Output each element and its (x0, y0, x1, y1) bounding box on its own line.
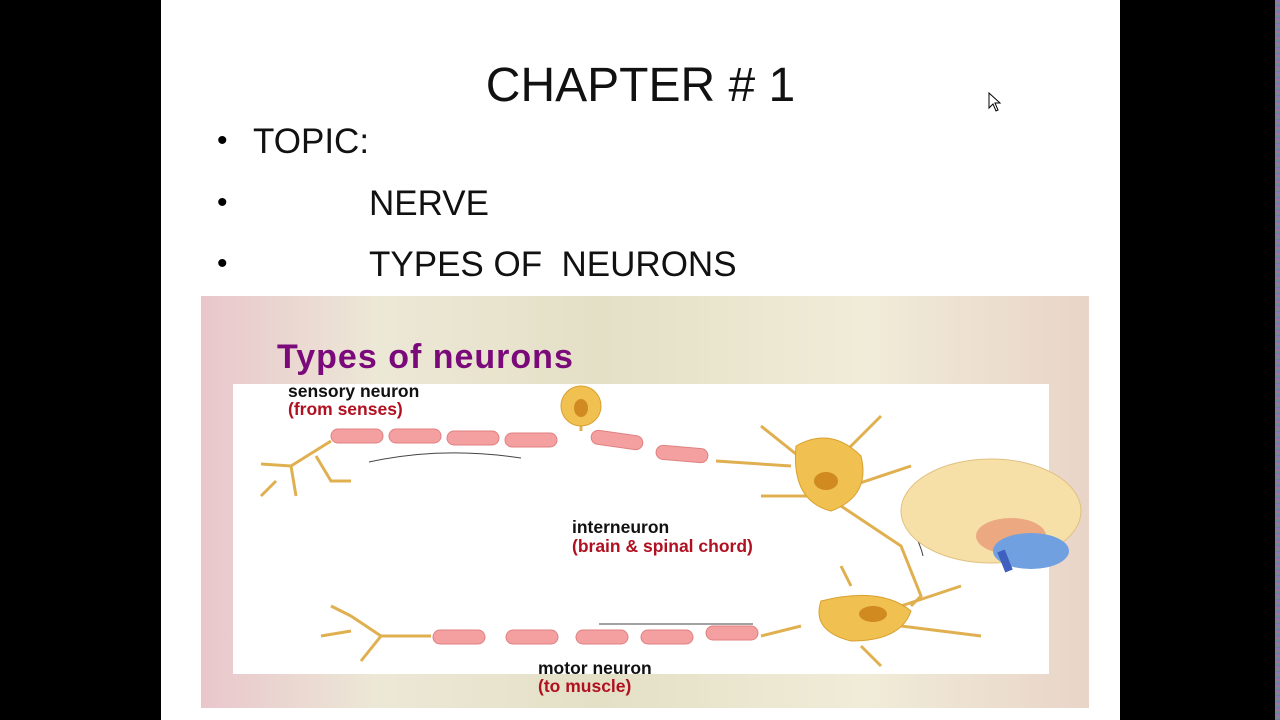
neuron-diagram (259, 385, 1082, 668)
interneuron-label: interneuron (572, 517, 670, 537)
slide-title: CHAPTER # 1 (485, 59, 796, 112)
bullet-nerve: NERVE (369, 184, 489, 223)
edge-strip (1275, 0, 1280, 720)
bullet-topic: TOPIC: (253, 122, 370, 161)
slide: CHAPTER # 1 • TOPIC: • NERVE • TYPES OF … (161, 0, 1120, 720)
bullet-icon: • (217, 247, 228, 280)
neuron-figure: Types of neurons (201, 296, 1089, 708)
motor-neuron-desc: (to muscle) (538, 676, 632, 696)
bullet-types: TYPES OF NEURONS (369, 245, 737, 284)
sensory-neuron-label: sensory neuron (288, 381, 420, 401)
bullet-icon: • (217, 186, 228, 219)
interneuron-desc: (brain & spinal chord) (572, 536, 753, 556)
brain-icon (900, 458, 1082, 573)
motor-neuron-label: motor neuron (538, 658, 652, 678)
bullet-icon: • (217, 124, 228, 157)
mouse-cursor-icon (988, 92, 1002, 112)
figure-title: Types of neurons (277, 338, 574, 376)
sensory-neuron-desc: (from senses) (288, 399, 403, 419)
